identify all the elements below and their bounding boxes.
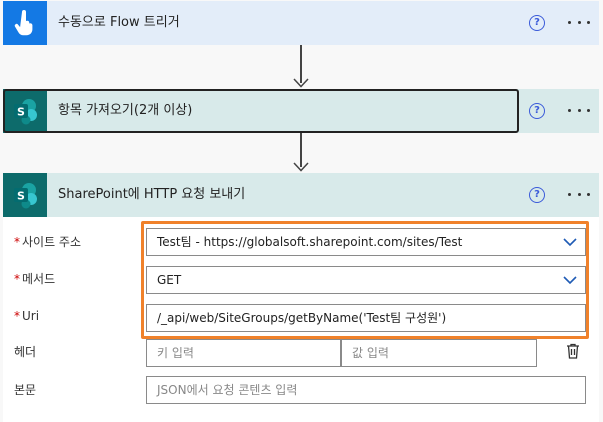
chevron-down-icon: [563, 238, 577, 247]
help-circle-icon[interactable]: ?: [529, 103, 545, 119]
get-items-card-title: 항목 가져오기(2개 이상): [58, 103, 193, 118]
site-address-value: Test팀 - https://globalsoft.sharepoint.co…: [157, 235, 463, 249]
trigger-card-header[interactable]: 수동으로 Flow 트리거 ?: [3, 1, 599, 45]
help-circle-icon[interactable]: ?: [529, 187, 545, 203]
get-items-card-header[interactable]: S 항목 가져오기(2개 이상) ?: [3, 89, 599, 133]
method-value: GET: [157, 273, 182, 287]
uri-label: *Uri: [14, 309, 40, 323]
more-horizontal-icon[interactable]: [566, 99, 592, 121]
sharepoint-logo-icon: S: [3, 173, 47, 217]
arrow-down-icon: [291, 133, 311, 173]
uri-value: /_api/web/SiteGroups/getByName('Test팀 구성…: [157, 311, 447, 325]
sharepoint-logo-icon: S: [3, 89, 47, 133]
chevron-down-icon: [563, 276, 577, 285]
svg-text:S: S: [17, 190, 25, 203]
site-address-dropdown[interactable]: Test팀 - https://globalsoft.sharepoint.co…: [146, 228, 586, 256]
uri-input[interactable]: /_api/web/SiteGroups/getByName('Test팀 구성…: [146, 304, 586, 332]
more-horizontal-icon[interactable]: [566, 183, 592, 205]
trigger-card[interactable]: 수동으로 Flow 트리거 ?: [3, 1, 599, 45]
http-request-card-title: SharePoint에 HTTP 요청 보내기: [58, 187, 246, 202]
svg-text:S: S: [17, 106, 25, 119]
arrow-down-icon: [291, 45, 311, 89]
method-dropdown[interactable]: GET: [146, 266, 586, 294]
header-value-input[interactable]: 값 입력: [341, 339, 537, 367]
body-input[interactable]: JSON에서 요청 콘텐츠 입력: [146, 376, 586, 404]
hand-pointer-icon: [3, 1, 47, 45]
trash-icon[interactable]: [566, 343, 580, 359]
header-key-input[interactable]: 키 입력: [146, 339, 341, 367]
more-horizontal-icon[interactable]: [566, 11, 592, 33]
headers-label: 헤더: [14, 345, 37, 359]
help-circle-icon[interactable]: ?: [529, 15, 545, 31]
http-request-card-header[interactable]: S SharePoint에 HTTP 요청 보내기 ?: [3, 173, 599, 217]
body-label: 본문: [14, 383, 37, 397]
method-label: *메서드: [14, 272, 56, 286]
site-address-label: *사이트 주소: [14, 235, 82, 249]
trigger-card-title: 수동으로 Flow 트리거: [58, 15, 180, 30]
get-items-card[interactable]: S 항목 가져오기(2개 이상) ?: [3, 89, 599, 133]
